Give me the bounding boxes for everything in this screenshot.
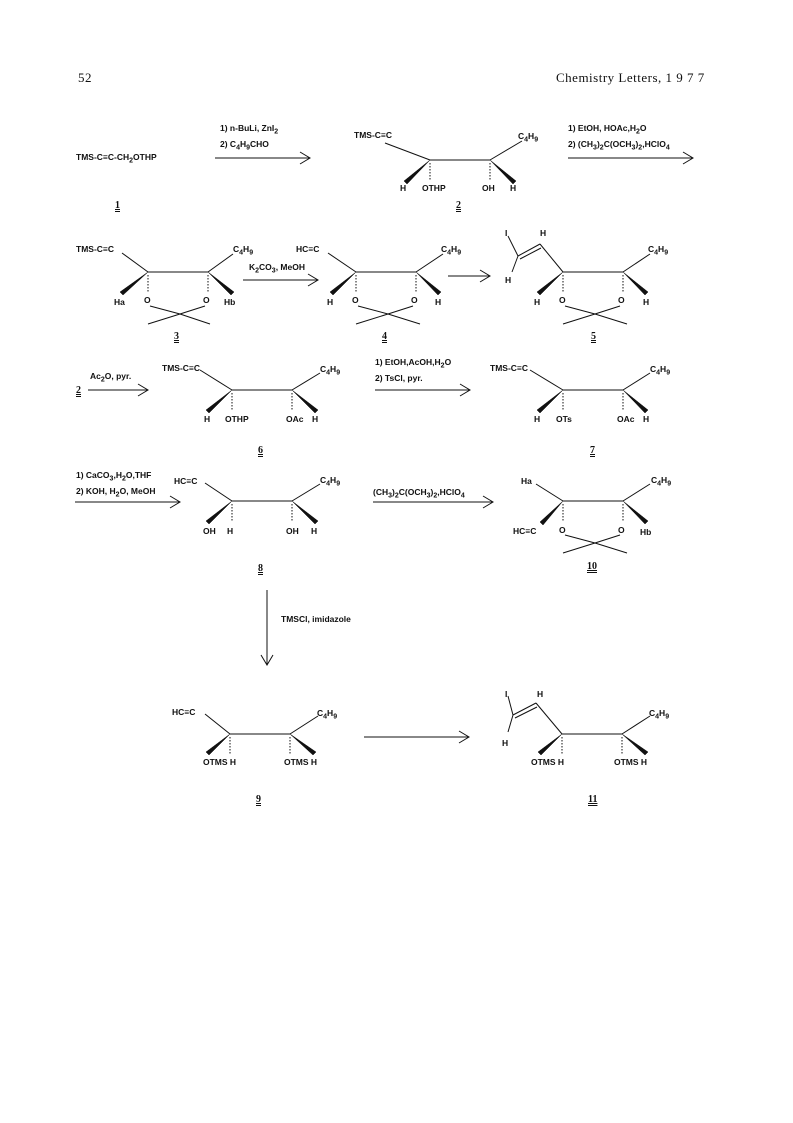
- compound-9-number: 9: [256, 794, 261, 805]
- reagent-7-line1: (CH3)2C(OCH3)2,HClO4: [373, 487, 465, 500]
- compound-2-sub-1: H: [400, 183, 407, 193]
- reagent-3-line1: K2CO3, MeOH: [249, 262, 305, 275]
- compound-8-number: 8: [258, 563, 263, 574]
- compound-6-sub-4: H: [312, 414, 319, 424]
- compound-9-sub-2: OTMS H: [284, 757, 318, 767]
- compound-2-sub-3: OH: [482, 183, 495, 193]
- reagent-8-line1: TMSCl, imidazole: [281, 614, 351, 624]
- reagent-1-line1: 1) n-BuLi, ZnI2: [220, 123, 279, 136]
- compound-3-hb: Hb: [224, 297, 236, 307]
- compound-2-sub-2: OTHP: [422, 183, 446, 193]
- compound-10-hb: Hb: [640, 527, 652, 537]
- compound-11-sub-2: OTMS H: [614, 757, 648, 767]
- compound-10-number: 10: [587, 561, 597, 572]
- compound-5-h1: H: [534, 297, 541, 307]
- compound-5-right: C4H9: [648, 244, 669, 257]
- compound-6-number: 6: [258, 445, 263, 456]
- reagent-5-line2: 2) TsCl, pyr.: [375, 373, 423, 383]
- reagent-5-line1: 1) EtOH,AcOH,H2O: [375, 357, 452, 370]
- compound-3-right: C4H9: [233, 244, 254, 257]
- compound-4-h2: H: [435, 297, 442, 307]
- compound-2-number: 2: [456, 200, 461, 211]
- compound-11-h-top: H: [537, 689, 544, 699]
- compound-2-right: C4H9: [518, 131, 539, 144]
- compound-1-number: 1: [115, 200, 120, 211]
- compound-10-o1: O: [559, 525, 566, 535]
- compound-11-number: 11: [588, 794, 598, 805]
- compound-9-right: C4H9: [317, 708, 338, 721]
- compound-7-sub-4: H: [643, 414, 650, 424]
- compound-7-sub-2: OTs: [556, 414, 572, 424]
- compound-7-sub-3: OAc: [617, 414, 635, 424]
- compound-6-sub-1: H: [204, 414, 211, 424]
- compound-9-left: HC≡C: [172, 707, 196, 717]
- compound-5-h-vinyl: H: [505, 275, 512, 285]
- compound-8-left: HC≡C: [174, 476, 198, 486]
- compound-6-right: C4H9: [320, 364, 341, 377]
- compound-10-o2: O: [618, 525, 625, 535]
- reagent-4-start-compound: 2: [76, 385, 81, 396]
- compound-4-h1: H: [327, 297, 334, 307]
- compound-10-ha: Ha: [521, 476, 532, 486]
- compound-9-sub-1: OTMS H: [203, 757, 237, 767]
- compound-6-left: TMS-C≡C: [162, 363, 201, 373]
- compound-7-number: 7: [590, 445, 595, 456]
- compound-2-left: TMS-C≡C: [354, 130, 393, 140]
- compound-5-h2: H: [643, 297, 650, 307]
- compound-5-o2: O: [618, 295, 625, 305]
- compound-8-sub-4: H: [311, 526, 318, 536]
- compound-5-number: 5: [591, 331, 596, 342]
- compound-4-o1: O: [352, 295, 359, 305]
- compound-8-sub-2: H: [227, 526, 234, 536]
- compound-3-o1: O: [144, 295, 151, 305]
- compound-11-right: C4H9: [649, 708, 670, 721]
- reagent-6-line2: 2) KOH, H2O, MeOH: [76, 486, 156, 499]
- compound-3-o2: O: [203, 295, 210, 305]
- compound-4-left: HC≡C: [296, 244, 320, 254]
- compound-6-sub-2: OTHP: [225, 414, 249, 424]
- compound-4-number: 4: [382, 331, 387, 342]
- compound-7-left: TMS-C≡C: [490, 363, 529, 373]
- compound-8-right: C4H9: [320, 475, 341, 488]
- compound-11-iodine: I: [505, 689, 508, 699]
- compound-11-sub-1: OTMS H: [531, 757, 565, 767]
- compound-11-h-vinyl: H: [502, 738, 509, 748]
- compound-3-number: 3: [174, 331, 179, 342]
- page-number: 52: [78, 70, 92, 85]
- compound-5-o1: O: [559, 295, 566, 305]
- compound-8-sub-1: OH: [203, 526, 216, 536]
- compound-10-left-bottom: HC≡C: [513, 526, 537, 536]
- compound-7-right: C4H9: [650, 364, 671, 377]
- reagent-1-line2: 2) C4H9CHO: [220, 139, 269, 152]
- compound-6-sub-3: OAc: [286, 414, 304, 424]
- reagent-4-line1: Ac2O, pyr.: [90, 371, 132, 384]
- compound-5-h-top: H: [540, 228, 547, 238]
- compound-2-sub-4: H: [510, 183, 517, 193]
- compound-4-o2: O: [411, 295, 418, 305]
- compound-5-iodine: I: [505, 228, 508, 238]
- compound-1-formula: TMS-C≡C-CH2OTHP: [76, 152, 157, 165]
- compound-3-left: TMS-C≡C: [76, 244, 115, 254]
- compound-8-sub-3: OH: [286, 526, 299, 536]
- compound-10-right: C4H9: [651, 475, 672, 488]
- reagent-2-line2: 2) (CH3)2C(OCH3)2,HClO4: [568, 139, 670, 152]
- compound-3-ha: Ha: [114, 297, 125, 307]
- reagent-6-line1: 1) CaCO3,H2O,THF: [76, 470, 152, 483]
- compound-7-sub-1: H: [534, 414, 541, 424]
- compound-4-right: C4H9: [441, 244, 462, 257]
- reagent-2-line1: 1) EtOH, HOAc,H2O: [568, 123, 647, 136]
- journal-header: Chemistry Letters, 1 9 7 7: [556, 70, 705, 85]
